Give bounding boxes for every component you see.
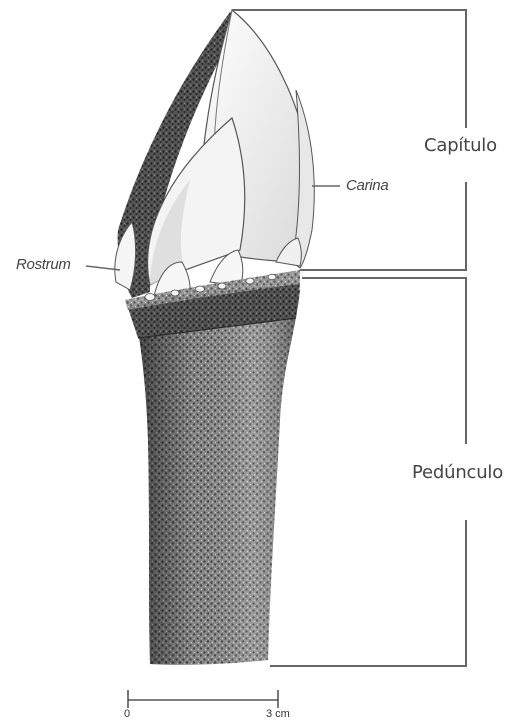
rostrum-label: Rostrum	[16, 256, 71, 273]
capitulo-label: Capítulo	[424, 135, 497, 156]
capitulo-bracket-lower	[300, 182, 466, 270]
scale-bar	[128, 690, 278, 708]
capitulum-plates	[115, 10, 314, 310]
pedunculo-bracket	[302, 278, 466, 444]
carina-label: Carina	[346, 177, 388, 194]
scale-end-label: 3 cm	[266, 708, 290, 720]
peduncle-stalk	[128, 284, 300, 665]
pedunculo-bracket-lower	[270, 520, 466, 666]
pedunculo-label: Pedúnculo	[412, 462, 503, 483]
scale-start-label: 0	[124, 708, 130, 720]
